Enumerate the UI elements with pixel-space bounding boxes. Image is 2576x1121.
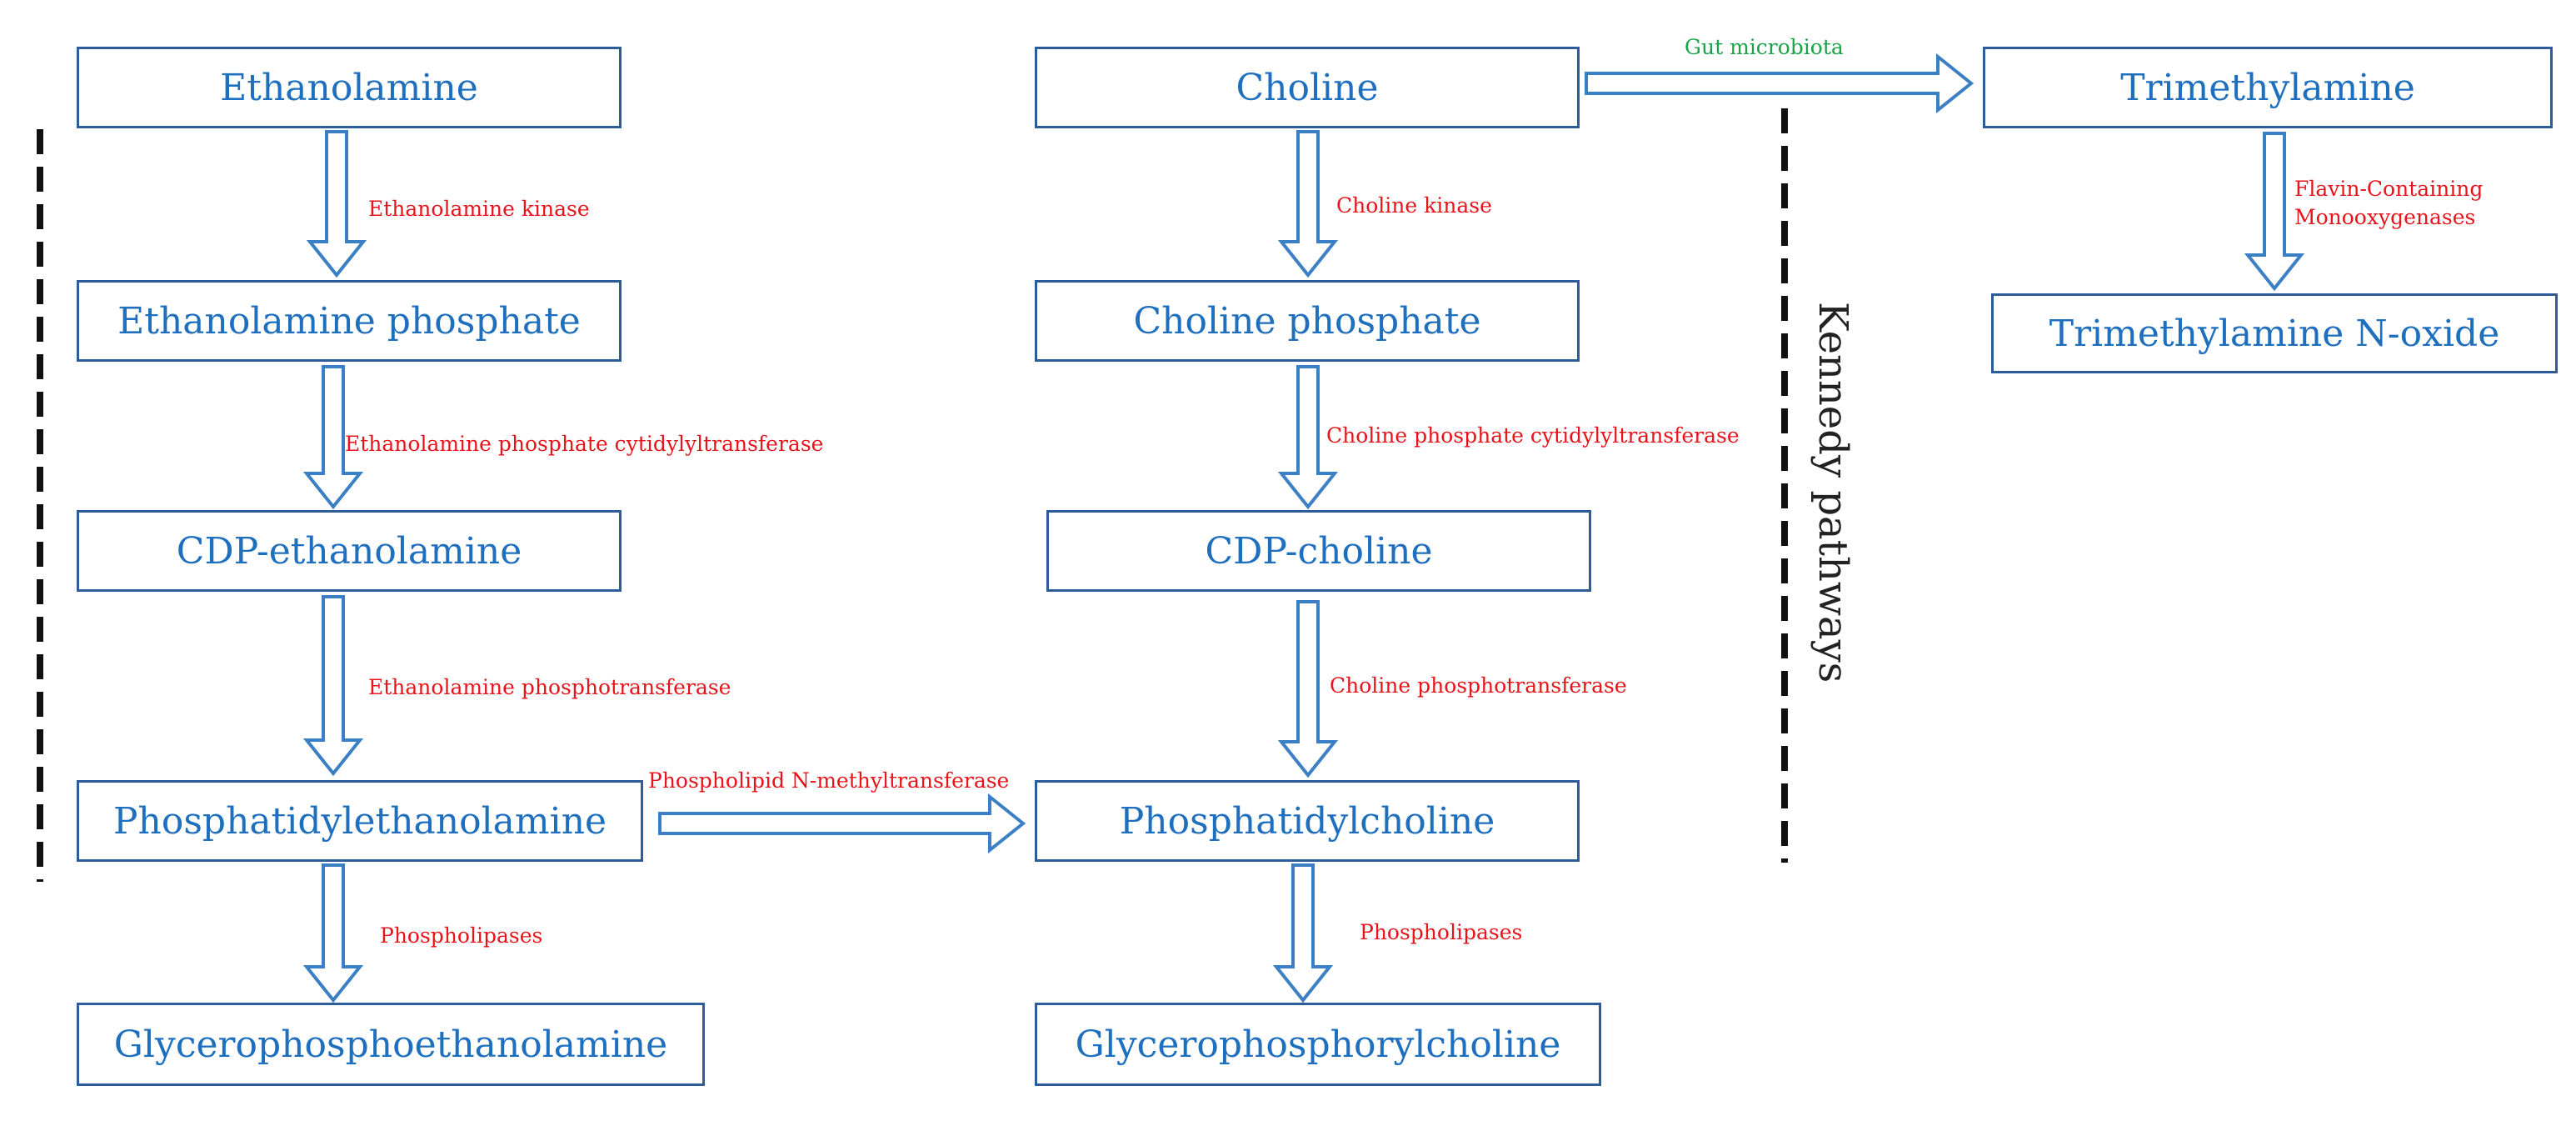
node-phosphatidylethanolamine: Phosphatidylethanolamine <box>77 780 643 862</box>
label-ethanolamine-kinase: Ethanolamine kinase <box>368 197 590 221</box>
node-trimethylamine: Trimethylamine <box>1983 47 2553 128</box>
label-ethanolamine-phosphate-cytidylyltransferase: Ethanolamine phosphate cytidylyltransfer… <box>345 432 824 456</box>
arrow-choline-phosphate-to-cdp <box>1277 365 1339 510</box>
node-cdp-choline: CDP-choline <box>1046 510 1591 592</box>
arrow-pe-to-pc <box>658 793 1026 854</box>
label-choline-phosphotransferase: Choline phosphotransferase <box>1330 673 1627 698</box>
label-fmo-line1: Flavin-Containing <box>2294 177 2484 201</box>
node-trimethylamine-n-oxide: Trimethylamine N-oxide <box>1991 293 2558 373</box>
arrow-group <box>302 53 2305 1003</box>
label-phospholipases-right: Phospholipases <box>1360 920 1523 944</box>
arrow-pe-to-glycero <box>302 863 364 1003</box>
kennedy-pathways-title: Kennedy pathways <box>1810 302 1856 683</box>
label-choline-phosphate-cytidylyltransferase: Choline phosphate cytidylyltransferase <box>1326 423 1740 448</box>
node-cdp-ethanolamine: CDP-ethanolamine <box>77 510 622 592</box>
node-glycerophosphorylcholine: Glycerophosphorylcholine <box>1035 1003 1601 1086</box>
arrow-choline-to-tma <box>1585 53 1974 114</box>
node-ethanolamine-phosphate: Ethanolamine phosphate <box>77 280 622 362</box>
node-glycerophosphoethanolamine: Glycerophosphoethanolamine <box>77 1003 705 1086</box>
arrow-cdp-ethanolamine-to-pe <box>302 595 364 777</box>
node-choline: Choline <box>1035 47 1580 128</box>
label-ethanolamine-phosphotransferase: Ethanolamine phosphotransferase <box>368 675 731 699</box>
label-choline-kinase: Choline kinase <box>1336 193 1492 218</box>
label-fmo-line2: Monooxygenases <box>2294 205 2476 229</box>
label-gut-microbiota: Gut microbiota <box>1685 35 1844 59</box>
arrow-ethanolamine-to-phosphate <box>306 130 367 278</box>
label-phospholipid-n-methyltransferase: Phospholipid N-methyltransferase <box>648 768 1010 793</box>
arrow-ethanolamine-phosphate-to-cdp <box>302 365 364 510</box>
arrow-tma-to-tmao <box>2244 132 2305 292</box>
node-phosphatidylcholine: Phosphatidylcholine <box>1035 780 1580 862</box>
arrow-pc-to-glycero <box>1272 863 1334 1003</box>
node-choline-phosphate: Choline phosphate <box>1035 280 1580 362</box>
arrow-cdp-choline-to-pc <box>1277 600 1339 778</box>
label-phospholipases-left: Phospholipases <box>380 923 543 948</box>
node-ethanolamine: Ethanolamine <box>77 47 622 128</box>
arrow-choline-to-phosphate <box>1277 130 1339 278</box>
